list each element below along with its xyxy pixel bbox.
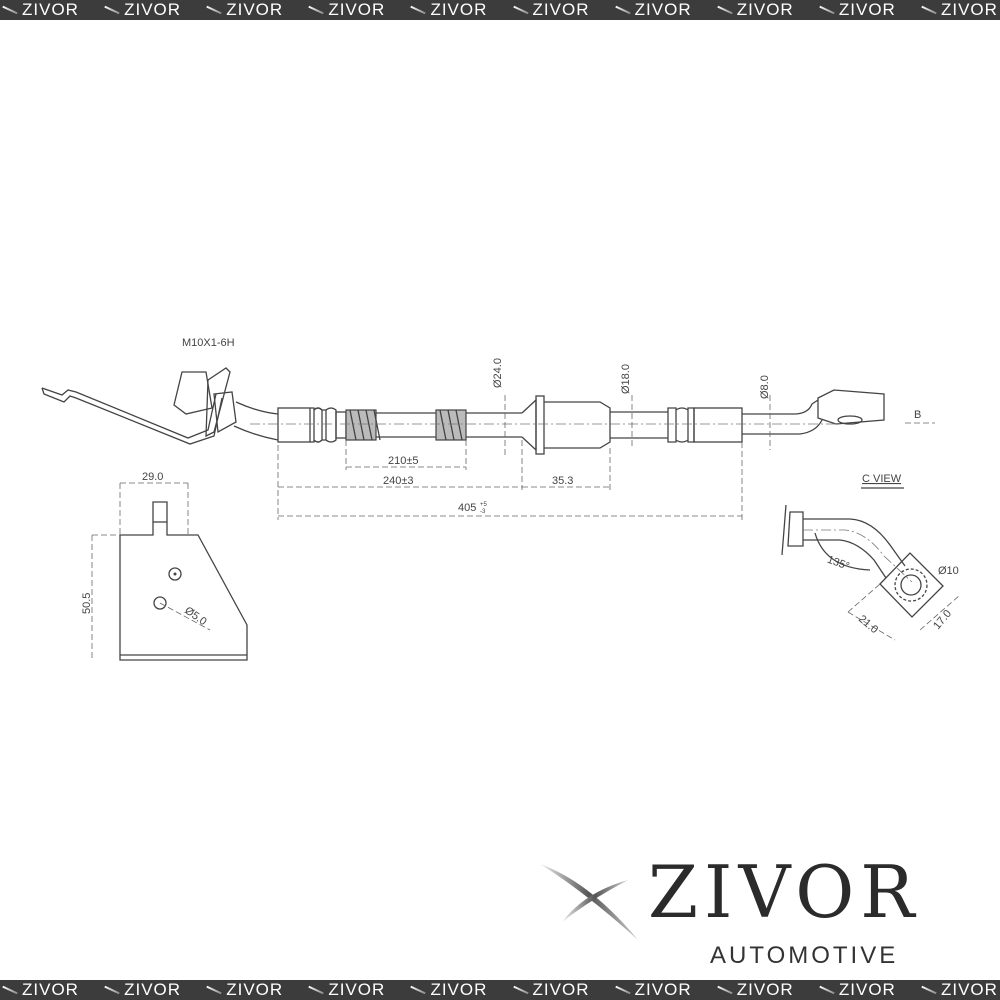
logo-brand-text: ZIVOR (648, 850, 921, 934)
top-brand-banner: ZIVOR ZIVOR ZIVOR ZIVOR ZIVOR ZIVOR ZIVOR ZIVOR… (0, 0, 1000, 20)
banner-brand-item: ZIVOR (921, 0, 998, 20)
diameter-24-label: Ø24.0 (492, 358, 504, 388)
banner-brand-item: ZIVOR (819, 0, 896, 20)
hole-diameter-label: Ø5.0 (182, 605, 208, 629)
banner-brand-item: ZIVOR (206, 980, 283, 1000)
banner-brand-item: ZIVOR (104, 980, 181, 1000)
bracket-height-label: 50.5 (81, 593, 93, 614)
banner-brand-item: ZIVOR (819, 980, 896, 1000)
banner-brand-text: ZIVOR (124, 0, 182, 19)
banner-brand-item: ZIVOR (614, 0, 692, 20)
banner-brand-text: ZIVOR (532, 980, 590, 999)
zivor-automotive-logo: ZIVOR AUTOMOTIVE (540, 850, 980, 973)
banner-brand-text: ZIVOR (532, 0, 590, 19)
banner-brand-item: ZIVOR (2, 0, 79, 20)
banner-brand-text: ZIVOR (22, 980, 79, 999)
bracket-width-label: 29.0 (142, 471, 163, 483)
banner-brand-item: ZIVOR (512, 980, 590, 1000)
eye-height-label: 17.0 (931, 608, 954, 632)
fitting-nut (173, 367, 237, 438)
banner-brand-item: ZIVOR (308, 0, 385, 20)
angle-135-label: 135° (826, 554, 851, 573)
banner-brand-text: ZIVOR (22, 0, 79, 19)
banner-brand-text: ZIVOR (226, 0, 284, 19)
banner-brand-item: ZIVOR (410, 980, 487, 1000)
banner-brand-text: ZIVOR (328, 980, 386, 999)
c-view-label: C VIEW (862, 473, 902, 485)
eye-width-label: 21.0 (856, 613, 880, 636)
eye-diameter-label: Ø10 (938, 565, 959, 577)
banner-brand-item: ZIVOR (717, 0, 794, 20)
zivor-x-mark-icon (540, 864, 638, 940)
banner-brand-text: ZIVOR (634, 0, 692, 19)
banner-brand-text: ZIVOR (736, 980, 794, 999)
logo-subtitle: AUTOMOTIVE (710, 942, 899, 969)
banner-brand-text: ZIVOR (328, 0, 386, 19)
hose-assembly (233, 389, 885, 455)
length-35-label: 35.3 (552, 475, 573, 487)
banner-brand-text: ZIVOR (226, 980, 284, 999)
banner-brand-text: ZIVOR (736, 0, 794, 19)
banner-brand-item: ZIVOR (410, 0, 487, 20)
thread-spec-label: M10X1-6H (182, 337, 235, 349)
c-view-detail (781, 504, 961, 641)
diameter-18-label: Ø18.0 (620, 364, 632, 394)
mounting-bracket-side (41, 387, 223, 445)
banner-brand-item: ZIVOR (512, 0, 590, 20)
banner-brand-text: ZIVOR (940, 980, 998, 999)
banner-brand-item: ZIVOR (717, 980, 794, 1000)
length-405-lower-tol: -3 (480, 509, 486, 515)
banner-brand-text: ZIVOR (430, 980, 488, 999)
length-405-label: 405 (458, 502, 476, 514)
banner-brand-text: ZIVOR (634, 980, 692, 999)
view-arrow-b-label: B (914, 409, 921, 421)
banner-brand-item: ZIVOR (104, 0, 181, 20)
banner-brand-item: ZIVOR (921, 980, 998, 1000)
banner-brand-text: ZIVOR (838, 980, 896, 999)
length-240-label: 240±3 (383, 475, 414, 487)
banner-brand-text: ZIVOR (430, 0, 488, 19)
banner-brand-text: ZIVOR (124, 980, 182, 999)
banner-brand-text: ZIVOR (838, 0, 896, 19)
banner-brand-text: ZIVOR (940, 0, 998, 19)
banner-brand-item: ZIVOR (2, 980, 79, 1000)
diameter-8-label: Ø8.0 (759, 375, 771, 399)
banner-brand-item: ZIVOR (206, 0, 283, 20)
banner-brand-item: ZIVOR (614, 980, 692, 1000)
length-210-label: 210±5 (388, 455, 419, 467)
dimension-lines (277, 395, 935, 520)
length-405-upper-tol: +5 (480, 502, 488, 508)
banner-brand-item: ZIVOR (308, 980, 385, 1000)
mounting-bracket-front (91, 482, 248, 661)
bottom-brand-banner: ZIVOR ZIVOR ZIVOR ZIVOR ZIVOR ZIVOR ZIVOR ZIVOR… (0, 980, 1000, 1000)
